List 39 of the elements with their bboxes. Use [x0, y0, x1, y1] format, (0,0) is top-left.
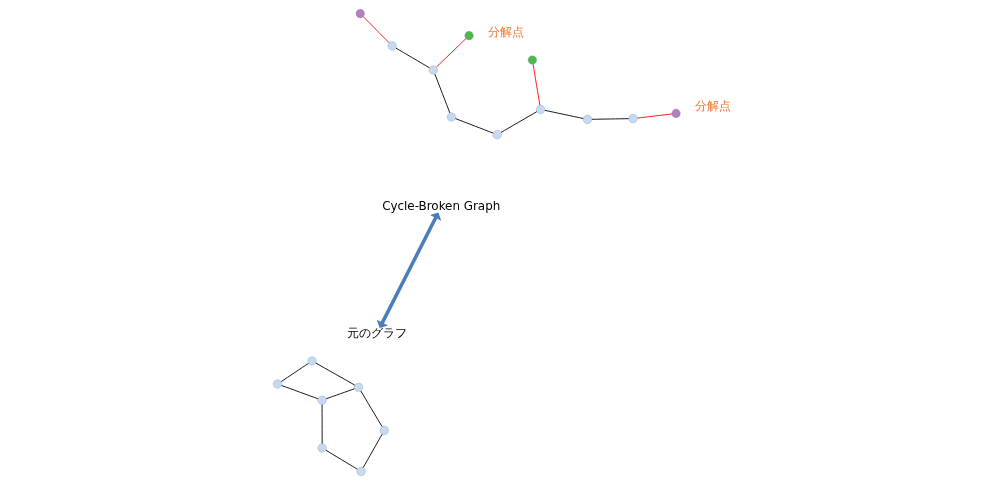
connector	[636, 113, 672, 119]
node-circle	[671, 108, 680, 118]
node-circle	[428, 65, 438, 75]
connector	[325, 388, 355, 400]
node-circle	[272, 379, 282, 389]
connector	[280, 362, 309, 382]
connector	[314, 362, 355, 386]
node-text: Cycle-Broken Graph	[381, 198, 500, 213]
connector	[532, 63, 540, 106]
connector	[359, 390, 383, 428]
connector	[280, 385, 318, 400]
connector	[362, 433, 383, 469]
node-circle	[317, 395, 327, 405]
connector	[500, 111, 537, 133]
node-circle	[355, 9, 365, 19]
label: 分解点	[694, 98, 731, 113]
node-circle	[628, 114, 637, 124]
node-text: 元のグラフ	[346, 325, 407, 340]
node-circle	[387, 41, 397, 51]
node-circle	[535, 104, 545, 114]
node-circle	[317, 443, 327, 453]
node-circle	[307, 356, 317, 366]
node-circle	[492, 130, 502, 140]
node-circle	[356, 466, 365, 476]
connector	[544, 109, 584, 119]
arrow	[376, 212, 441, 328]
node-circle	[464, 31, 473, 41]
connector	[395, 47, 430, 69]
label: 分解点	[487, 24, 524, 39]
connector	[325, 449, 358, 470]
node-circle	[379, 425, 389, 435]
node-circle	[353, 382, 363, 392]
connector	[454, 118, 494, 134]
connector	[433, 73, 450, 114]
node-circle	[446, 112, 456, 122]
connector	[590, 118, 629, 120]
node-circle	[582, 114, 592, 124]
connector	[435, 38, 466, 68]
node-circle	[527, 55, 537, 65]
